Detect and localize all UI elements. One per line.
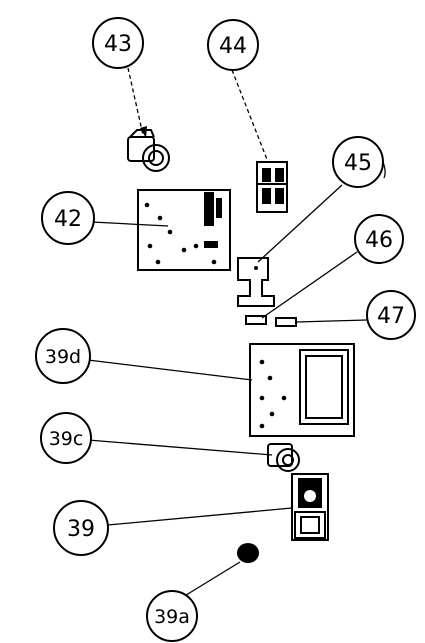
callout-label-44: 44 — [219, 34, 247, 59]
callout-39d: 39d — [35, 328, 91, 384]
part-46-clip — [245, 315, 267, 325]
leader-lines — [87, 67, 386, 601]
part-47-clip — [275, 317, 297, 327]
callout-label-39a: 39a — [154, 606, 190, 628]
callout-46: 46 — [354, 214, 404, 264]
part-44-connector — [256, 161, 288, 213]
leader-39d — [87, 359, 253, 381]
callout-label-47: 47 — [377, 304, 405, 329]
callout-label-46: 46 — [365, 228, 393, 253]
part-43-switch — [127, 129, 170, 172]
callout-44: 44 — [207, 19, 259, 71]
leader-39c — [87, 439, 273, 456]
callout-label-45: 45 — [344, 151, 372, 176]
leader-39 — [107, 507, 293, 526]
callout-label-39d: 39d — [45, 346, 81, 368]
part-39d-display-board — [249, 343, 355, 437]
part-39c-switch — [267, 443, 300, 472]
part-42-circuit-board — [137, 189, 231, 271]
part-39-button-housing — [291, 473, 329, 541]
callout-label-43: 43 — [104, 32, 132, 57]
callout-39c: 39c — [40, 412, 92, 464]
part-39a-cap — [237, 543, 259, 563]
callout-47: 47 — [366, 290, 416, 340]
callout-label-42: 42 — [54, 207, 82, 232]
callout-43: 43 — [92, 17, 144, 69]
leader-39a — [177, 561, 241, 601]
leader-47 — [295, 319, 368, 323]
callout-label-39: 39 — [67, 517, 95, 542]
callout-45: 45 — [332, 136, 384, 188]
leader-42 — [91, 221, 169, 227]
callout-39: 39 — [53, 500, 109, 556]
part-45-bracket — [237, 257, 275, 307]
leader-46 — [261, 251, 358, 319]
leader-44 — [231, 69, 269, 163]
leader-43 — [127, 67, 144, 136]
callout-42: 42 — [41, 191, 95, 245]
leader-45 — [257, 184, 343, 263]
callout-label-39c: 39c — [49, 428, 84, 450]
callout-39a: 39a — [146, 590, 198, 642]
